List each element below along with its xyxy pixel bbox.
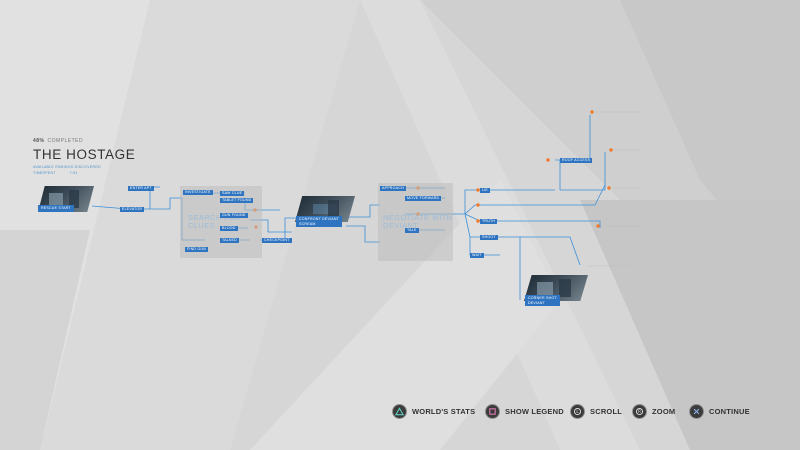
node-gun-found[interactable]: GUN FOUND	[220, 213, 248, 218]
footer-controls: WORLD'S STATS SHOW LEGEND L SCROLL R ZOO…	[0, 402, 800, 420]
node-investigate[interactable]: INVESTIGATE	[183, 190, 213, 195]
chapter-title: THE HOSTAGE	[33, 147, 136, 162]
node-approach[interactable]: APPROACH	[380, 186, 406, 191]
node-wait[interactable]: WAIT	[470, 253, 484, 258]
zoom-button[interactable]: R ZOOM	[633, 402, 675, 420]
cross-icon	[690, 404, 703, 418]
continue-label: CONTINUE	[709, 406, 750, 416]
node-elevator[interactable]: ELEVATOR	[120, 207, 145, 212]
node-truth[interactable]: TRUTH	[480, 219, 498, 224]
progress-line: 48%COMPLETED	[33, 138, 135, 144]
node-lie[interactable]: LIE	[480, 188, 490, 193]
scroll-label: SCROLL	[590, 406, 623, 416]
node-shoot[interactable]: SHOOT	[480, 235, 498, 240]
node-saw-clue[interactable]: SAW CLUE	[220, 191, 245, 196]
node-tablet[interactable]: TABLET FOUND	[220, 198, 254, 203]
triangle-icon	[393, 404, 406, 418]
stats-line: AVAILABLE ENDINGS DISCOVERED	[33, 165, 101, 169]
show-legend-button[interactable]: SHOW LEGEND	[486, 402, 564, 420]
chapter-header: 48%COMPLETED THE HOSTAGE AVAILABLE ENDIN…	[33, 138, 135, 175]
negotiate-title: NEGOTIATE WITH DEVIANT	[383, 213, 453, 230]
node-talked[interactable]: TALKED	[220, 238, 239, 243]
continue-button[interactable]: CONTINUE	[690, 402, 750, 420]
node-roof-access[interactable]: ROOF ACCESS	[560, 158, 593, 163]
node-checkpoint[interactable]: CHECKPOINT	[262, 238, 292, 243]
scene-label-confront: CONFRONT DEVIANT SCREAM	[296, 216, 343, 227]
square-icon	[486, 404, 499, 418]
node-move-forward[interactable]: MOVE FORWARD	[405, 196, 442, 201]
time-value: 7:51	[69, 171, 78, 175]
progress-percent: 48%	[33, 138, 45, 144]
worlds-stats-label: WORLD'S STATS	[412, 406, 476, 416]
svg-text:L: L	[576, 409, 579, 414]
time-label: TIMESPENT	[33, 171, 56, 175]
node-blood[interactable]: BLOOD	[220, 226, 238, 231]
node-enter-apt[interactable]: ENTER APT	[128, 186, 154, 191]
zoom-label: ZOOM	[652, 406, 676, 416]
node-find-gun[interactable]: FIND GUN	[185, 247, 208, 252]
worlds-stats-button[interactable]: WORLD'S STATS	[393, 402, 475, 420]
scroll-button[interactable]: L SCROLL	[571, 402, 622, 420]
scene-label-ending: CORNER SHOT DEVIANT	[525, 295, 560, 306]
svg-text:R: R	[638, 409, 641, 414]
time-line: TIMESPENT 7:51	[33, 171, 135, 175]
left-stick-icon: L	[571, 404, 584, 418]
right-stick-icon: R	[633, 404, 646, 418]
scene-label-start: RESCUE START	[38, 205, 74, 212]
progress-label: COMPLETED	[47, 138, 84, 144]
show-legend-label: SHOW LEGEND	[505, 406, 564, 416]
node-talk[interactable]: TALK	[405, 228, 419, 233]
